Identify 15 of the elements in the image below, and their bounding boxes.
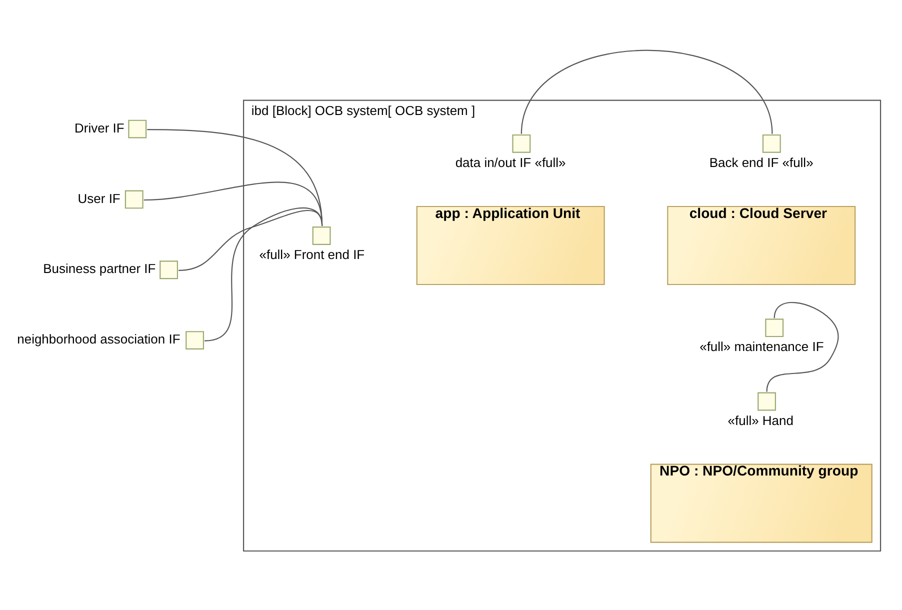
node-label: Driver IF	[74, 120, 124, 136]
node-label: «full» maintenance IF	[700, 339, 824, 354]
node-label: Back end IF «full»	[709, 155, 814, 170]
connector	[204, 207, 323, 342]
node-label: «full» Hand	[728, 412, 794, 428]
node-box: NPO : NPO/Community group	[650, 464, 872, 543]
node-label: data in/out IF «full»	[455, 155, 566, 170]
node-label: User IF	[78, 190, 120, 206]
node-label: neighborhood association IF	[17, 332, 180, 347]
connector	[766, 302, 839, 392]
node-box: cloud : Cloud Server	[667, 206, 856, 286]
node-label: Business partner IF	[43, 261, 156, 276]
connector	[520, 50, 773, 134]
node-label: «full» Front end IF	[259, 247, 365, 262]
node-box: app : Application Unit	[416, 206, 605, 286]
